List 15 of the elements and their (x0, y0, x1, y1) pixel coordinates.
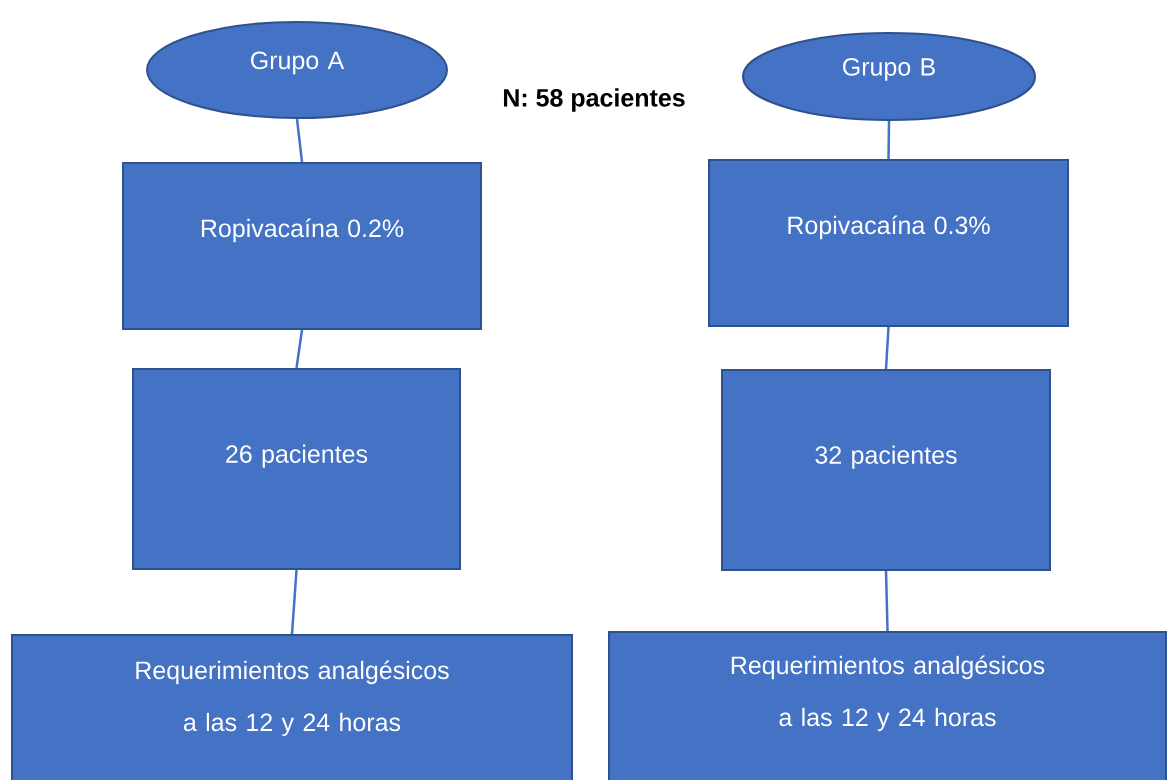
heading: N: 58 pacientes (504, 88, 685, 112)
process-box: Ropivacaína 0.3% (708, 159, 1069, 327)
process-box: 26 pacientes (132, 368, 461, 570)
connector-line (884, 326, 890, 370)
process-box: 32 pacientes (721, 369, 1051, 571)
process-box: Ropivacaína 0.2% (122, 162, 482, 330)
connector-line (887, 120, 891, 159)
connector-line (295, 118, 304, 163)
process-box: Requerimientos analgésicos a las 12 y 24 horas (608, 631, 1167, 780)
oval-node: Grupo A (146, 21, 448, 119)
process-box: Requerimientos analgésicos a las 12 y 24 horas (11, 634, 573, 780)
connector-line (290, 569, 298, 635)
oval-node: Grupo B (742, 32, 1036, 121)
connector-line (295, 329, 304, 369)
connector-line (884, 570, 889, 632)
